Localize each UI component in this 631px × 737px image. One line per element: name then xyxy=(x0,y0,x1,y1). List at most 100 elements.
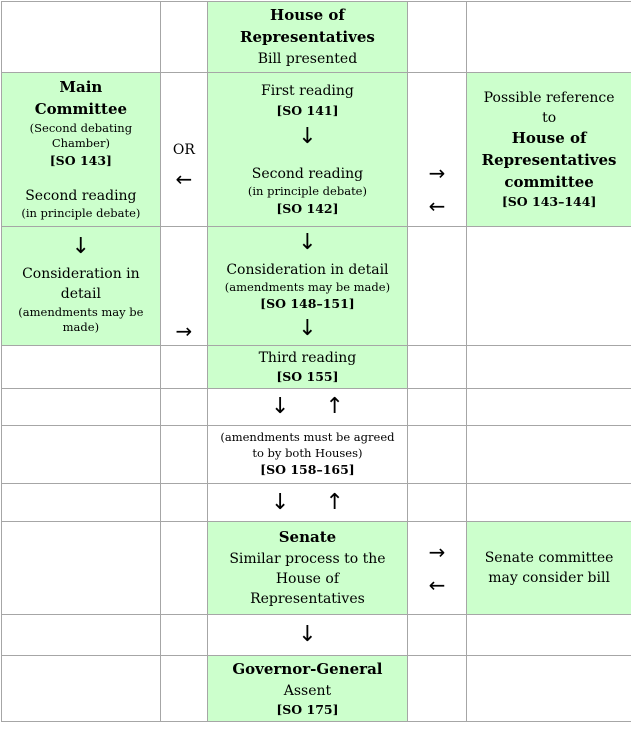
cell-arrow-pair: ↓ ↑ xyxy=(206,388,408,427)
empty-cell xyxy=(159,614,208,657)
arrow-down-icon: ↓ xyxy=(71,234,91,260)
empty-cell xyxy=(466,655,631,723)
empty-cell xyxy=(1,388,161,427)
so-175-ref: [SO 175] xyxy=(276,701,339,717)
so-143-ref: [SO 143] xyxy=(49,152,112,168)
row-third-reading: Third reading [SO 155] xyxy=(1,344,631,390)
empty-cell xyxy=(406,614,468,657)
empty-cell xyxy=(1,425,161,485)
cell-first-second-reading: First reading [SO 141] ↓ Second reading … xyxy=(206,72,408,227)
empty-cell xyxy=(1,1,161,73)
so-143-144-ref: [SO 143–144] xyxy=(501,194,597,210)
empty-cell xyxy=(159,521,208,616)
in-principle-debate-note: (in principle debate) xyxy=(21,206,141,221)
so-142-ref: [SO 142] xyxy=(276,200,339,216)
second-reading-alt-label: Second reading xyxy=(25,187,137,204)
governor-general-title: Governor-General xyxy=(232,659,383,678)
cell-rejoin-connector: → xyxy=(159,226,208,346)
empty-cell xyxy=(466,614,631,657)
arrow-left-icon: ← xyxy=(428,194,446,218)
so-158-165-ref: [SO 158–165] xyxy=(260,462,355,478)
assent-label: Assent xyxy=(283,682,332,699)
empty-cell xyxy=(406,425,468,485)
arrow-up-icon: ↑ xyxy=(325,489,344,515)
arrow-left-icon: ← xyxy=(428,572,446,597)
cell-governor-general: Governor-General Assent [SO 175] xyxy=(206,655,408,723)
cell-reference-connector: → ← xyxy=(406,72,468,227)
empty-cell xyxy=(1,655,161,723)
consideration-center-label: Consideration in detail xyxy=(226,261,389,278)
arrow-down-icon: ↓ xyxy=(271,489,290,515)
arrow-down-icon: ↓ xyxy=(298,622,317,648)
in-principle-debate-note: (in principle debate) xyxy=(247,184,367,199)
cell-senate-connector: → ← xyxy=(406,521,468,616)
arrow-down-icon: ↓ xyxy=(298,229,317,255)
empty-cell xyxy=(406,344,468,390)
arrow-right-icon: → xyxy=(175,319,193,343)
empty-cell xyxy=(1,483,161,523)
arrow-down-icon: ↓ xyxy=(271,394,290,420)
third-reading-label: Third reading xyxy=(258,350,357,366)
bill-presented-label: Bill presented xyxy=(257,50,358,67)
row-arrows-2: ↓ ↑ xyxy=(1,483,631,523)
row-arrow-to-gg: ↓ xyxy=(1,614,631,657)
empty-cell xyxy=(406,1,468,73)
empty-cell xyxy=(1,344,161,390)
arrow-down-icon: ↓ xyxy=(298,123,317,149)
row-governor-general: Governor-General Assent [SO 175] xyxy=(1,655,631,723)
empty-cell xyxy=(406,226,468,346)
cell-arrow-pair: ↓ ↑ xyxy=(206,483,408,523)
row-arrows-1: ↓ ↑ xyxy=(1,388,631,427)
second-reading-label: Second reading xyxy=(251,165,364,182)
empty-cell xyxy=(406,388,468,427)
empty-cell xyxy=(159,388,208,427)
cell-consideration-center: ↓ Consideration in detail (amendments ma… xyxy=(206,226,408,346)
empty-cell xyxy=(466,425,631,485)
amendments-note: (amendments may be made) xyxy=(224,279,391,294)
empty-cell xyxy=(466,1,631,73)
so-148-151-ref: [SO 148–151] xyxy=(260,296,355,312)
arrow-up-icon: ↑ xyxy=(325,394,344,420)
cell-or-connector: OR ← xyxy=(159,72,208,227)
empty-cell xyxy=(1,521,161,616)
empty-cell xyxy=(159,1,208,73)
cell-third-reading: Third reading [SO 155] xyxy=(206,344,408,390)
empty-cell xyxy=(159,483,208,523)
empty-cell xyxy=(466,344,631,390)
empty-cell xyxy=(466,483,631,523)
empty-cell xyxy=(406,483,468,523)
empty-cell xyxy=(159,344,208,390)
arrow-down-icon: ↓ xyxy=(298,316,317,342)
so-155-ref: [SO 155] xyxy=(276,369,339,385)
senate-title: Senate xyxy=(278,528,337,547)
empty-cell xyxy=(1,614,161,657)
so-141-ref: [SO 141] xyxy=(276,102,339,118)
arrow-right-icon: → xyxy=(428,161,446,185)
empty-cell xyxy=(159,425,208,485)
first-reading-label: First reading xyxy=(260,83,354,100)
empty-cell xyxy=(466,388,631,427)
